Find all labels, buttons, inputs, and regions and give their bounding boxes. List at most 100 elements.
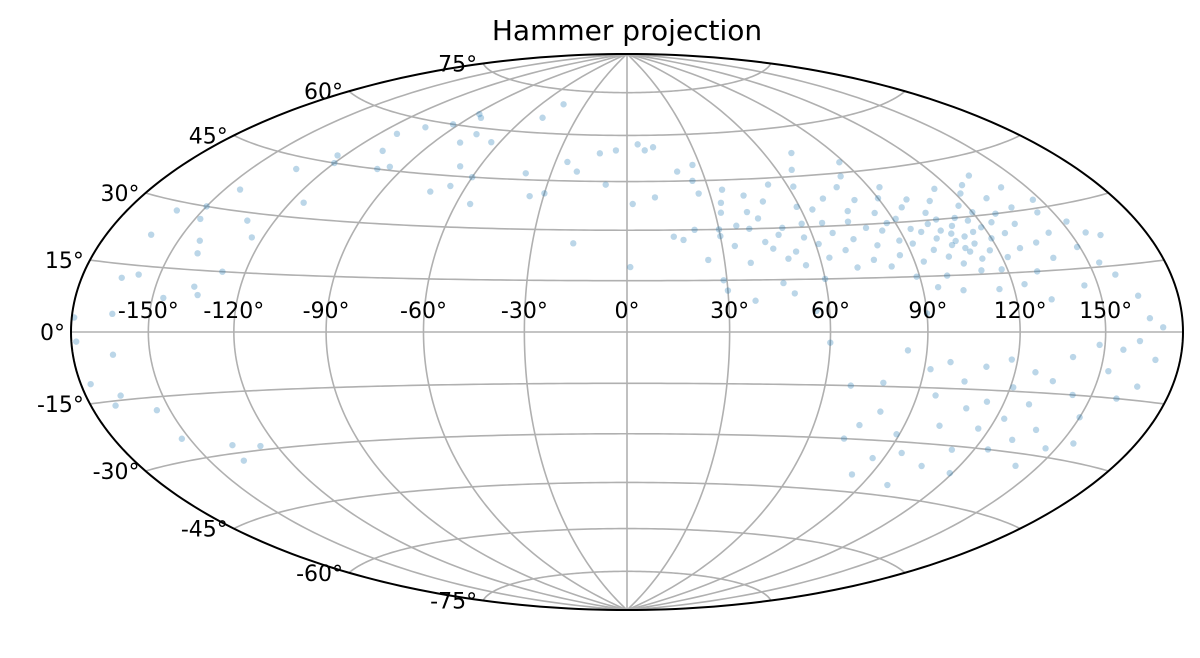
meridian-line: [626, 53, 731, 611]
scatter-point: [844, 218, 852, 225]
scatter-point: [257, 442, 264, 450]
scatter-point: [300, 199, 307, 206]
scatter-point: [1105, 368, 1112, 375]
scatter-point: [960, 260, 967, 267]
scatter-point: [892, 215, 899, 223]
latitude-tick-label: 75°: [438, 53, 477, 78]
scatter-point: [871, 209, 878, 217]
scatter-point: [1076, 414, 1083, 421]
scatter-point: [468, 173, 476, 181]
scatter-point: [945, 253, 953, 260]
scatter-point: [813, 307, 820, 314]
scatter-point: [965, 172, 973, 179]
scatter-point: [893, 431, 900, 438]
scatter-point: [862, 224, 870, 232]
scatter-point: [788, 166, 795, 174]
latitude-tick-label: 30°: [101, 182, 140, 207]
scatter-point: [934, 283, 942, 291]
scatter-point: [612, 147, 620, 154]
scatter-point: [800, 234, 808, 241]
scatter-point: [1008, 204, 1015, 211]
scatter-point: [877, 408, 884, 415]
meridian-line: [626, 53, 929, 611]
scatter-point: [752, 297, 759, 304]
scatter-point: [1008, 356, 1015, 363]
latitude-tick-label: 15°: [45, 249, 84, 274]
scatter-point: [456, 139, 464, 146]
scatter-point: [178, 435, 186, 442]
scatter-point: [87, 380, 94, 388]
scatter-point: [969, 209, 976, 216]
scatter-point: [837, 173, 844, 180]
scatter-point: [775, 231, 782, 239]
map-boundary: [69, 52, 1185, 612]
scatter-point: [1073, 243, 1081, 251]
scatter-point: [334, 152, 341, 159]
scatter-point: [948, 222, 956, 230]
scatter-point: [1034, 209, 1041, 216]
scatter-point: [920, 258, 927, 265]
scatter-point: [951, 214, 958, 222]
scatter-point: [449, 121, 457, 128]
scatter-point: [948, 230, 955, 237]
scatter-point: [717, 199, 725, 207]
scatter-point: [819, 195, 827, 202]
scatter-point: [924, 220, 931, 228]
scatter-point: [331, 159, 338, 167]
scatter-point: [689, 177, 696, 184]
meridian-line: [626, 53, 1021, 611]
scatter-point: [1120, 346, 1127, 353]
scatter-point: [759, 198, 767, 205]
scatter-point: [731, 242, 739, 250]
scatter-point: [979, 255, 986, 262]
scatter-point: [984, 446, 992, 453]
scatter-point: [840, 435, 848, 442]
scatter-point: [197, 215, 204, 223]
scatter-point: [1025, 401, 1033, 408]
scatter-point: [112, 402, 119, 409]
scatter-point: [992, 210, 999, 217]
chart-title: Hammer projection: [492, 14, 762, 47]
scatter-point: [978, 224, 985, 231]
scatter-point: [988, 219, 995, 226]
scatter-point: [670, 233, 677, 240]
scatter-point: [135, 271, 142, 278]
meridian-line: [523, 53, 628, 611]
longitude-tick-label: -30°: [501, 299, 548, 324]
scatter-point: [173, 207, 181, 214]
longitude-tick-label: 60°: [811, 299, 850, 324]
scatter-point: [1009, 436, 1016, 444]
scatter-point: [1063, 218, 1070, 225]
scatter-point: [1001, 229, 1009, 237]
scatter-point: [983, 398, 991, 405]
scatter-point: [998, 266, 1005, 273]
scatter-point: [689, 161, 696, 169]
scatter-point: [922, 209, 929, 217]
scatter-point: [1096, 341, 1103, 349]
scatter-point: [641, 147, 648, 154]
scatter-point: [715, 226, 723, 233]
scatter-point: [573, 168, 581, 175]
scatter-point: [847, 382, 854, 389]
scatter-point: [695, 190, 702, 197]
tick-labels: -150°-120°-90°-60°-30°0°30°60°90°120°150…: [37, 53, 1132, 615]
scatter-point: [907, 225, 914, 233]
scatter-point: [1032, 426, 1040, 434]
scatter-point: [936, 422, 943, 429]
scatter-point: [1134, 292, 1142, 299]
scatter-point: [975, 425, 982, 432]
scatter-point: [952, 237, 959, 245]
scatter-point: [602, 181, 609, 188]
scatter-point: [743, 208, 751, 216]
scatter-point: [720, 277, 727, 284]
scatter-point: [762, 238, 769, 246]
longitude-tick-label: 0°: [615, 299, 640, 324]
scatter-point: [236, 186, 244, 193]
scatter-point: [909, 240, 916, 247]
scatter-point: [790, 183, 797, 190]
scatter-point: [191, 283, 198, 290]
scatter-point: [848, 471, 856, 478]
latitude-tick-label: -45°: [181, 518, 228, 543]
scatter-point: [717, 232, 724, 240]
scatter-point: [1004, 253, 1011, 261]
